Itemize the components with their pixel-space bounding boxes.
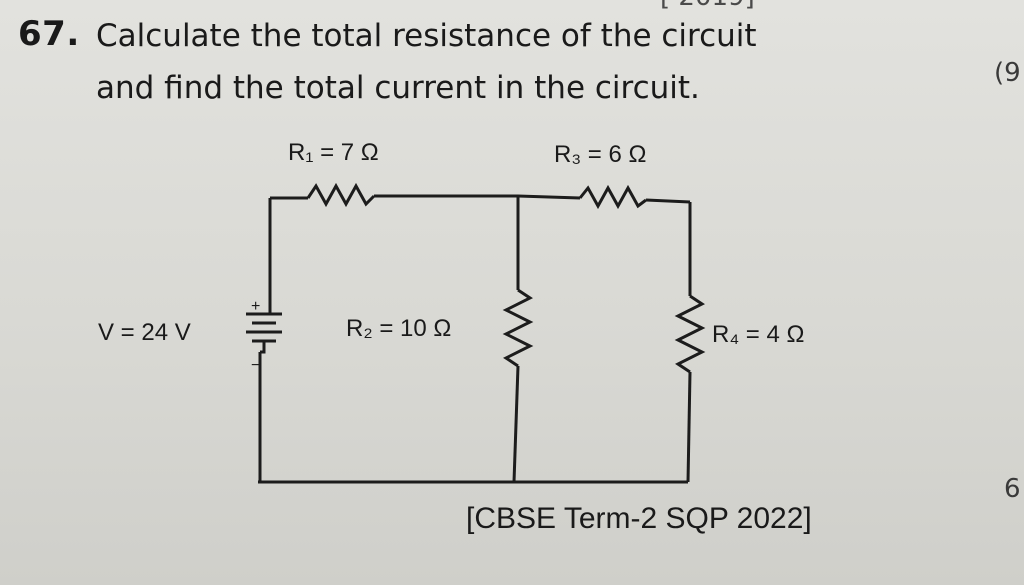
margin-mark-right: 6 (1004, 474, 1021, 504)
header-fragment: [ 2019] (660, 0, 755, 12)
margin-mark-top: (9 (994, 58, 1021, 88)
question-text-line-2: and find the total current in the circui… (96, 70, 700, 106)
label-voltage: V = 24 V (98, 319, 191, 346)
battery-minus-sign: − (251, 357, 260, 374)
wire-top-middle (374, 194, 581, 200)
resistor-r1-icon (306, 182, 376, 208)
label-r3: R₃ = 6 Ω (554, 141, 646, 168)
source-citation: [CBSE Term-2 SQP 2022] (466, 502, 812, 535)
resistor-r2-icon (502, 288, 534, 368)
label-r2: R₂ = 10 Ω (346, 315, 451, 342)
label-r4: R₄ = 4 Ω (712, 321, 804, 348)
question-number: 67. (18, 14, 80, 54)
battery-plus-sign: + (251, 298, 260, 315)
battery-icon (246, 300, 282, 354)
wire-middle-bottom (512, 365, 520, 483)
resistor-r4-icon (674, 294, 706, 374)
resistor-r3-icon (578, 184, 647, 210)
label-r1: R₁ = 7 Ω (288, 139, 379, 166)
wire-right-bottom (686, 371, 692, 483)
wire-top-right (645, 198, 691, 204)
question-text-line-1: Calculate the total resistance of the ci… (96, 18, 757, 54)
